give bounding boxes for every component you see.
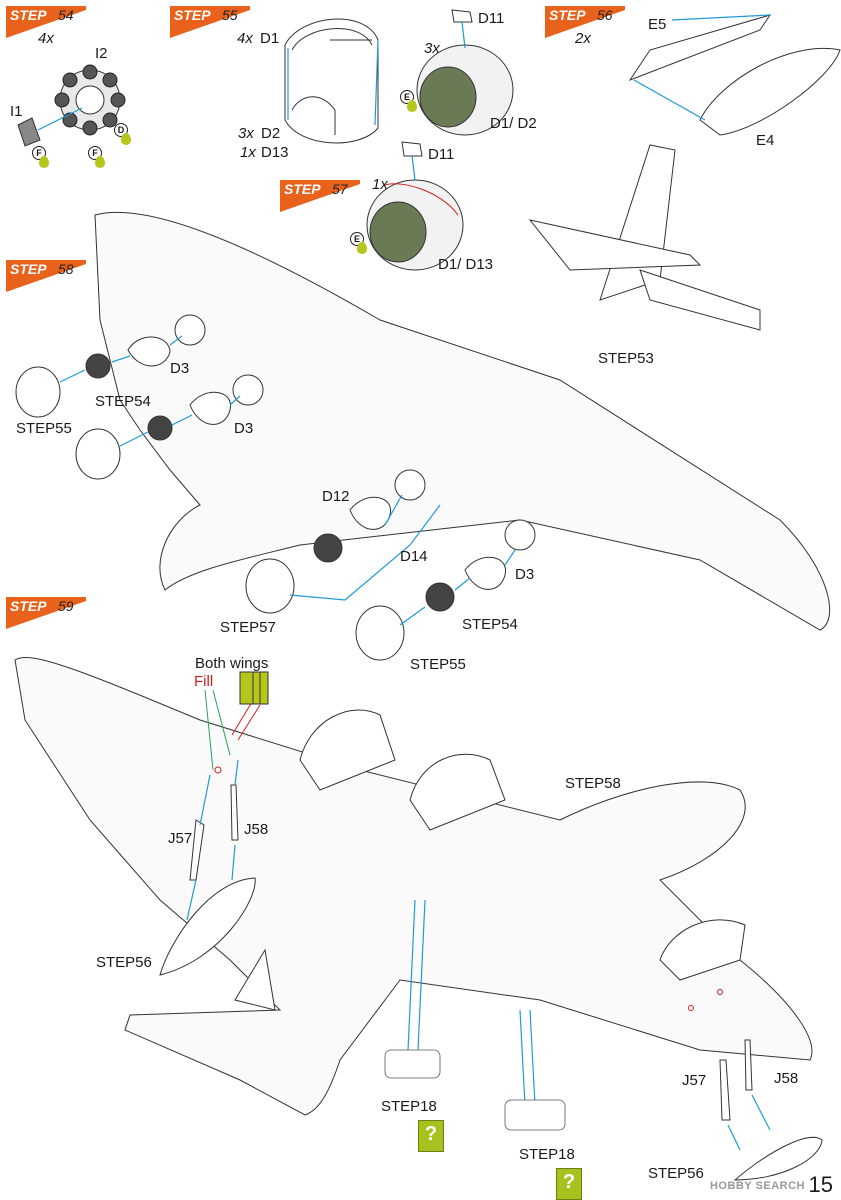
part-label-d11-b: D11 — [428, 146, 455, 163]
step-word: STEP — [10, 598, 47, 614]
page-number: 15 — [808, 1172, 833, 1197]
step54-ref-b: STEP54 — [462, 616, 518, 633]
part-label-d3-c: D3 — [515, 566, 535, 583]
d11-a-qty: 3x — [424, 40, 440, 57]
step-58-flag: STEP 58 — [6, 260, 86, 292]
step-word: STEP — [174, 7, 211, 23]
part-label-d1-d2: D1/ D2 — [490, 115, 537, 132]
part-label-d1-d13: D1/ D13 — [438, 256, 494, 273]
step56-ref-a: STEP56 — [96, 954, 152, 971]
step-54-flag: STEP 54 — [6, 6, 86, 38]
step55-ref-b: STEP55 — [410, 656, 466, 673]
d2-qty: 3x — [238, 125, 254, 142]
step-57-flag: STEP 57 — [280, 180, 360, 212]
part-label-d1: D1 — [260, 30, 280, 47]
step53-ref: STEP53 — [598, 350, 654, 367]
step-59-flag: STEP 59 — [6, 597, 86, 629]
part-label-i1: I1 — [10, 103, 23, 120]
question-badge-a: ? — [418, 1120, 444, 1152]
step-number: 55 — [222, 7, 238, 23]
step-word: STEP — [10, 261, 47, 277]
step-54-qty: 4x — [38, 30, 54, 47]
d13-qty: 1x — [240, 144, 256, 161]
step-56-flag: STEP 56 — [545, 6, 625, 38]
paint-drop-icon — [95, 156, 105, 168]
question-mark: ? — [424, 1123, 438, 1145]
d11-b-qty: 1x — [372, 176, 388, 193]
question-badge-b: ? — [556, 1168, 582, 1200]
both-wings-note: Both wings — [195, 655, 269, 672]
step-word: STEP — [549, 7, 586, 23]
step-number: 54 — [58, 7, 74, 23]
part-label-d11-a: D11 — [478, 10, 505, 27]
paint-drop-icon — [357, 242, 367, 254]
paint-drop-icon — [407, 100, 417, 112]
step-word: STEP — [10, 7, 47, 23]
part-label-i2: I2 — [95, 45, 108, 62]
step-number: 57 — [332, 181, 348, 197]
part-label-d3-a: D3 — [170, 360, 190, 377]
part-label-e5: E5 — [648, 16, 667, 33]
step56-ref-b: STEP56 — [648, 1165, 704, 1182]
part-label-d14: D14 — [400, 548, 428, 565]
step-56-qty: 2x — [575, 30, 591, 47]
part-label-d3-b: D3 — [234, 420, 254, 437]
question-mark: ? — [562, 1171, 576, 1193]
part-label-j58-a: J58 — [244, 821, 269, 838]
step-number: 58 — [58, 261, 74, 277]
step18-ref-a: STEP18 — [381, 1098, 437, 1115]
paint-drop-icon — [39, 156, 49, 168]
part-label-d13: D13 — [261, 144, 289, 161]
part-label-j58-b: J58 — [774, 1070, 799, 1087]
step55-ref-a: STEP55 — [16, 420, 72, 437]
part-label-d2: D2 — [261, 125, 281, 142]
step-55-flag: STEP 55 — [170, 6, 250, 38]
step-number: 56 — [597, 7, 613, 23]
watermark: HOBBY SEARCH — [709, 1180, 805, 1192]
fill-note: Fill — [194, 673, 214, 690]
step-number: 59 — [58, 598, 74, 614]
d1-qty: 4x — [237, 30, 253, 47]
step54-ref-a: STEP54 — [95, 393, 151, 410]
step58-ref: STEP58 — [565, 775, 621, 792]
part-label-e4: E4 — [756, 132, 775, 149]
step18-ref-b: STEP18 — [519, 1146, 575, 1163]
step-word: STEP — [284, 181, 321, 197]
part-label-d12: D12 — [322, 488, 350, 505]
step57-ref: STEP57 — [220, 619, 276, 636]
part-label-j57-b: J57 — [682, 1072, 707, 1089]
paint-drop-icon — [121, 133, 131, 145]
part-label-j57-a: J57 — [168, 830, 193, 847]
